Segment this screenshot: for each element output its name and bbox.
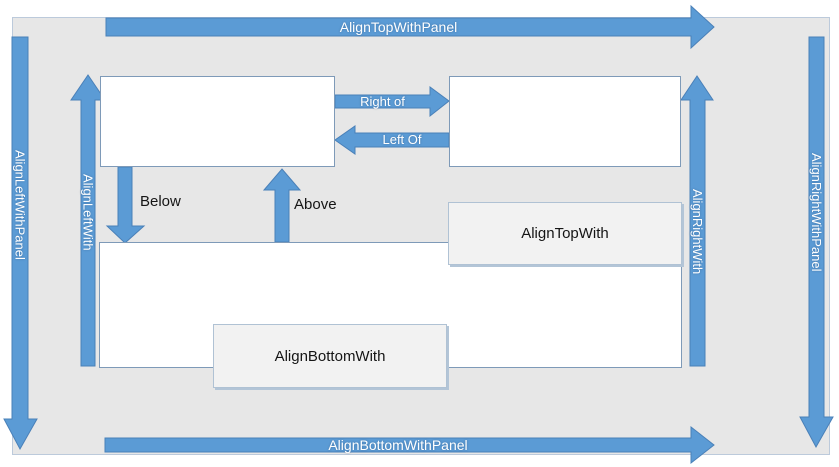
- align-top-with-label: AlignTopWith: [521, 225, 609, 242]
- align-bottom-with-box: AlignBottomWith: [213, 324, 447, 388]
- align-bottom-with-panel-arrow: [104, 425, 715, 465]
- align-left-with-arrow: [70, 74, 106, 367]
- anchor-box-top-right: [449, 76, 681, 167]
- anchor-box-top-left: [100, 76, 335, 167]
- right-of-arrow: [334, 86, 450, 118]
- align-left-with-panel-arrow: [3, 36, 38, 451]
- above-arrow: [262, 168, 302, 243]
- below-arrow: [105, 166, 146, 244]
- left-of-arrow: [334, 125, 450, 155]
- align-top-with-panel-arrow: [105, 4, 715, 50]
- align-top-with-box: AlignTopWith: [448, 202, 682, 265]
- align-right-with-panel-arrow: [799, 36, 834, 449]
- align-bottom-with-label: AlignBottomWith: [274, 347, 386, 365]
- align-right-with-arrow: [680, 75, 714, 367]
